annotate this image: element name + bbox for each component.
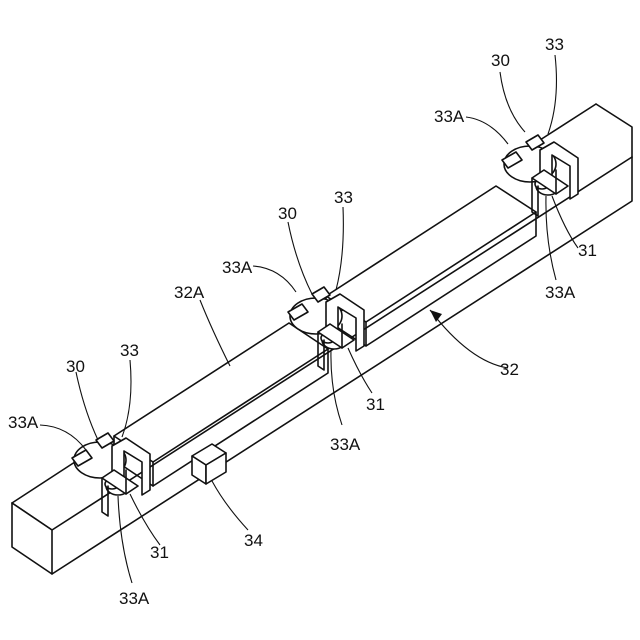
- label-bar-top: 32A: [174, 283, 205, 302]
- label-tab-mid-upper: 33A: [222, 258, 253, 277]
- label-tab-right-upper: 33A: [434, 107, 465, 126]
- label-screw-mid: 31: [366, 395, 385, 414]
- label-tab-left-lower: 33A: [119, 589, 150, 608]
- label-tab-mid-lower: 33A: [330, 435, 361, 454]
- label-block: 34: [244, 531, 263, 550]
- label-clip-mid: 30: [278, 204, 297, 223]
- label-clip-right: 30: [491, 51, 510, 70]
- label-bracket-right: 33: [545, 35, 564, 54]
- label-bar: 32: [500, 360, 519, 379]
- label-bracket-mid: 33: [334, 188, 353, 207]
- label-tab-right-lower: 33A: [545, 283, 576, 302]
- label-screw-right: 31: [578, 241, 597, 260]
- block-34: [192, 444, 226, 484]
- label-screw-left: 31: [150, 543, 169, 562]
- bar-arrow: [430, 310, 442, 322]
- label-clip-left: 30: [66, 357, 85, 376]
- label-bracket-left: 33: [120, 341, 139, 360]
- label-tab-left-upper: 33A: [8, 413, 39, 432]
